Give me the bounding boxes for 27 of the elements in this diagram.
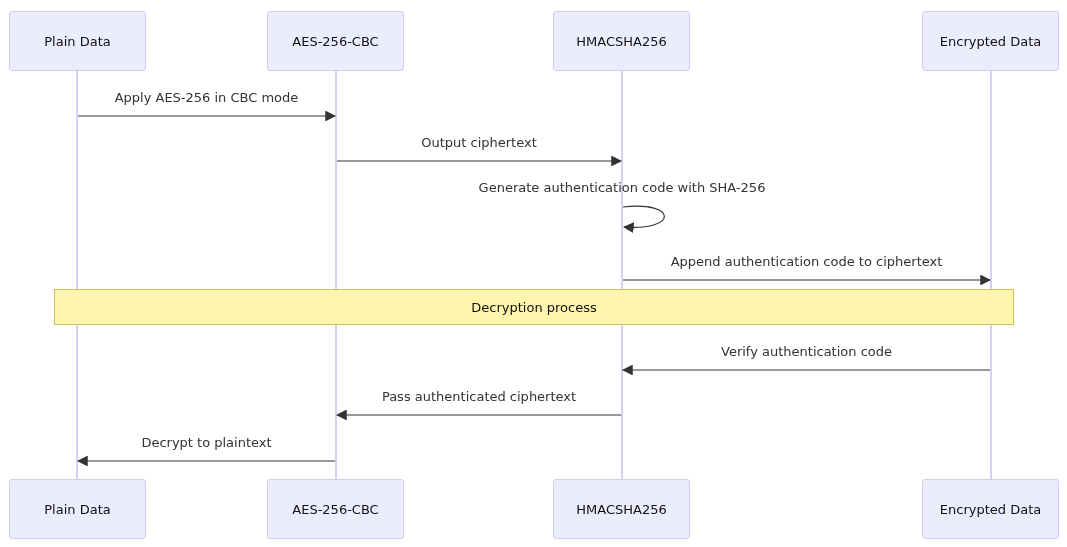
message-arrow	[622, 274, 992, 286]
lifeline	[990, 71, 992, 479]
message-label: Generate authentication code with SHA-256	[478, 180, 766, 195]
lifeline	[335, 71, 337, 479]
participant-box: AES-256-CBC	[267, 11, 404, 71]
message-label: Verify authentication code	[721, 344, 892, 359]
message-arrow	[336, 155, 623, 167]
lifeline	[76, 71, 78, 479]
participant-box: Encrypted Data	[922, 479, 1059, 539]
message-label: Decrypt to plaintext	[141, 435, 272, 450]
participant-box: AES-256-CBC	[267, 479, 404, 539]
message-arrow	[76, 455, 336, 467]
participant-box: Plain Data	[9, 11, 146, 71]
message-label: Apply AES-256 in CBC mode	[114, 90, 299, 105]
message-arrow	[621, 364, 991, 376]
lifeline	[621, 71, 623, 479]
note-box: Decryption process	[54, 289, 1014, 325]
participant-box: HMACSHA256	[553, 479, 690, 539]
message-label: Append authentication code to ciphertext	[670, 254, 943, 269]
message-label: Pass authenticated ciphertext	[381, 389, 577, 404]
participant-box: HMACSHA256	[553, 11, 690, 71]
participant-box: Encrypted Data	[922, 11, 1059, 71]
message-arrow	[335, 409, 622, 421]
participant-box: Plain Data	[9, 479, 146, 539]
message-label: Output ciphertext	[421, 135, 537, 150]
message-arrow	[77, 110, 337, 122]
message-arrow	[622, 205, 665, 233]
